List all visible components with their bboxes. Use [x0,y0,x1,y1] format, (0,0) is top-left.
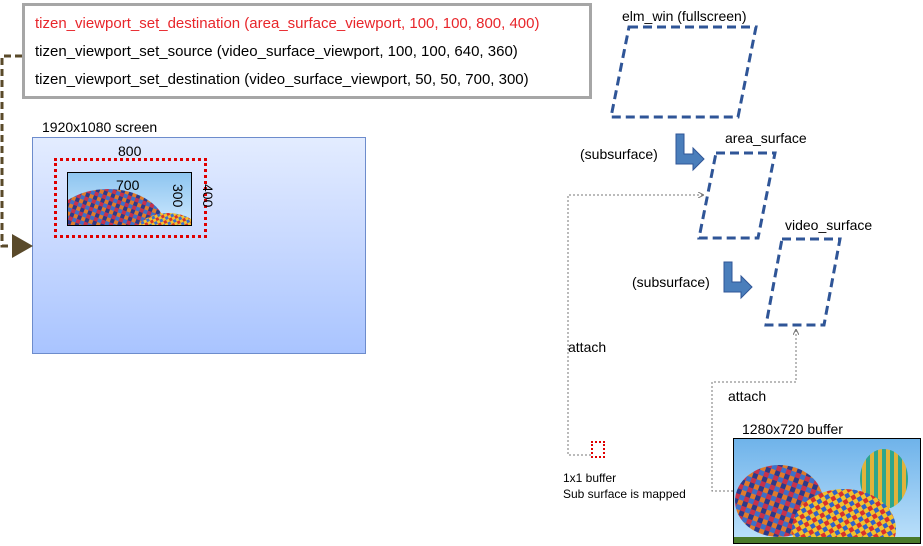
attach-label-2: attach [728,388,767,404]
code-line-video-source: tizen_viewport_set_source (video_surface… [35,43,518,60]
buffer-1x1-box [591,441,605,458]
subsurface-label-1: (subsurface) [580,146,658,162]
attach-label-1: attach [568,339,607,355]
code-line-area-destination: tizen_viewport_set_destination (area_sur… [35,15,540,32]
subsurface-arrow-icon [675,133,705,172]
code-line-video-destination: tizen_viewport_set_destination (video_su… [35,71,529,88]
buffer-1x1-note: Sub surface is mapped [563,487,686,501]
subsurface-label-2: (subsurface) [632,274,710,290]
attach-connector-1280 [711,330,796,492]
elm-win-label: elm_win (fullscreen) [622,8,747,24]
viewport-code-box: tizen_viewport_set_destination (area_sur… [22,3,592,99]
area-surface-viewport [54,158,207,238]
screen-title: 1920x1080 screen [42,119,158,135]
buffer-1280-label: 1280x720 buffer [742,421,843,437]
area-width-label: 800 [118,143,142,159]
video-surface-shape [764,237,842,327]
subsurface-arrow-icon [723,261,753,300]
area-surface-label: area_surface [725,130,807,146]
elm-win-surface [609,25,758,119]
buffer-1x1-label: 1x1 buffer [563,471,617,485]
video-surface-label: video_surface [785,217,873,233]
buffer-1280-image [733,438,921,544]
code-to-screen-connector [0,54,33,258]
balloon-photo-small [68,173,191,225]
video-surface-viewport [67,172,192,226]
balloon-photo-large [734,439,920,543]
attach-connector-1x1 [567,195,703,456]
area-surface-shape [697,151,777,240]
video-width-label: 700 [116,177,140,193]
